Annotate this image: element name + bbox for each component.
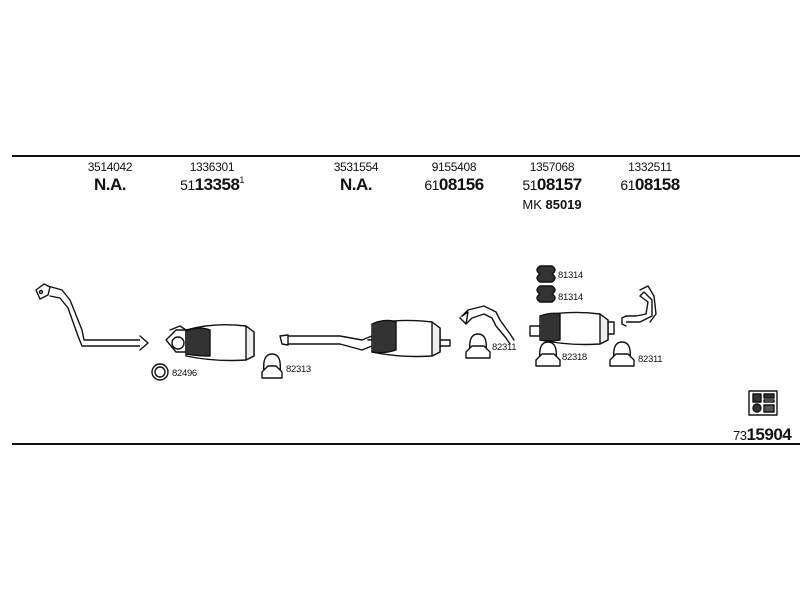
kit-code-main: 15904 [746, 425, 792, 444]
mk-prefix: MK [522, 197, 542, 212]
ref-number: 9155408 [431, 160, 477, 174]
part-code-main: 13358 [194, 175, 240, 194]
s-bend-pipe-1 [459, 305, 515, 345]
bottom-rule [12, 443, 800, 445]
clamp-4-label: 82311 [638, 354, 663, 365]
part-code: 6108158 [614, 175, 686, 195]
clamp-1-label: 82313 [286, 364, 311, 375]
rubber-1-label: 81314 [558, 270, 583, 281]
ref-number: 3531554 [333, 160, 379, 174]
mk-main: 85019 [545, 197, 582, 212]
column-6: 1332511 6108158 [614, 160, 686, 195]
clamp-4 [609, 341, 635, 367]
column-5: 1357068 5108157 MK 85019 [516, 160, 588, 212]
column-2: 1336301 51133581 [170, 160, 254, 195]
clamp-1 [261, 353, 283, 379]
ref-number: 1332511 [628, 160, 672, 174]
part-code-superscript: 1 [239, 175, 244, 185]
column-3: 3531554 N.A. [330, 160, 382, 195]
part-code: 51133581 [170, 175, 254, 195]
part-code-prefix: 51 [522, 177, 537, 193]
clamp-3 [535, 341, 561, 367]
rubber-hanger-1 [536, 265, 556, 283]
mk-code: MK 85019 [516, 197, 588, 212]
column-4: 9155408 6108156 [418, 160, 490, 195]
part-code: 6108156 [418, 175, 490, 195]
kit-reference-code: 7315904 [733, 425, 792, 445]
clamp-2 [465, 333, 491, 359]
column-1: 3514042 N.A. [84, 160, 136, 195]
part-code-main: 08158 [634, 175, 680, 194]
gasket-ring [151, 363, 169, 381]
part-code-prefix: 51 [180, 177, 195, 193]
kit-code-prefix: 73 [733, 428, 747, 443]
ref-number: 1357068 [529, 160, 575, 174]
part-code-prefix: 61 [424, 177, 439, 193]
top-rule [12, 155, 800, 157]
part-code: 5108157 [516, 175, 588, 195]
rubber-2-label: 81314 [558, 292, 583, 303]
ref-number: 1336301 [189, 160, 235, 174]
front-muffler [165, 323, 255, 362]
clamp-3-label: 82318 [562, 352, 587, 363]
part-code-main: 08156 [438, 175, 484, 194]
part-code-main: 08157 [536, 175, 582, 194]
gasket-label: 82496 [172, 368, 197, 379]
intermediate-pipe [279, 334, 378, 353]
manual-book-icon [748, 390, 778, 416]
part-code-prefix: 61 [620, 177, 635, 193]
rear-muffler [529, 311, 615, 346]
tail-pipe [621, 285, 657, 327]
clamp-2-label: 82311 [492, 342, 517, 353]
center-muffler [371, 319, 451, 358]
part-code: N.A. [340, 175, 373, 194]
front-pipe [35, 283, 149, 351]
rubber-hanger-2 [536, 285, 556, 303]
ref-number: 3514042 [87, 160, 133, 174]
part-code: N.A. [94, 175, 127, 194]
